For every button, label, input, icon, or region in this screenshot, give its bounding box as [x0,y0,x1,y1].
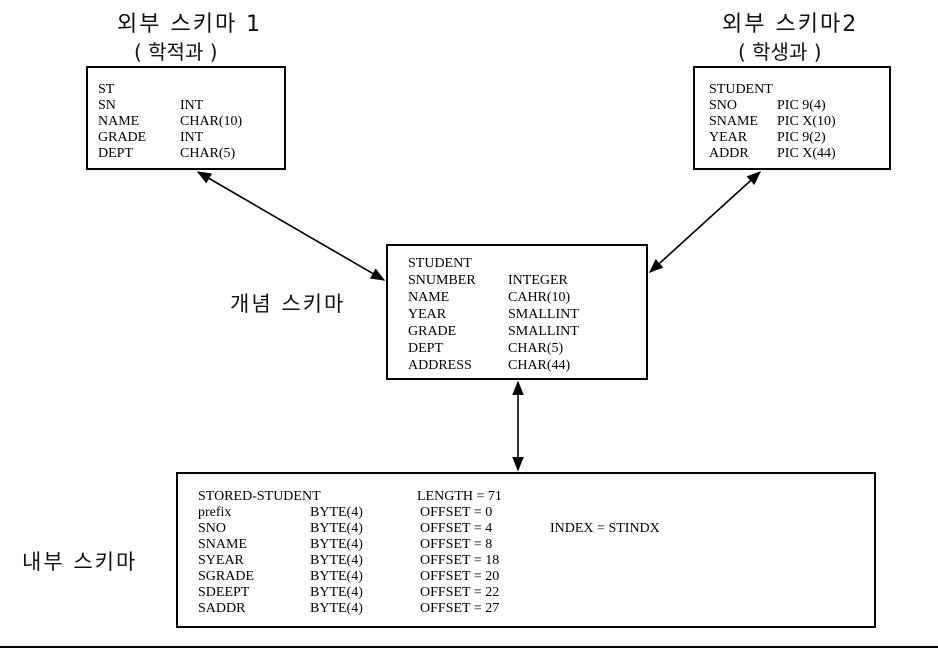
field-name: ADDRESS [408,358,472,373]
internal-schema-label: 내부 스키마 [22,550,138,574]
field-name: YEAR [408,307,447,322]
field-name: ADDR [709,146,749,161]
external-schema-1-box: ST SN INT NAME CHAR(10) GRADE INT DEPT CHAR(5) [86,66,286,170]
field-type: SMALLINT [508,324,579,339]
field-type: SMALLINT [508,307,579,322]
stored-record-length: LENGTH = 71 [417,489,502,504]
field-type: INT [180,130,204,145]
external-schema-1-record: ST [98,82,115,97]
field-type: INTEGER [508,273,568,288]
field-name: SNO [709,98,738,113]
stored-field-name: SADDR [198,601,246,616]
stored-field-name: SDEEPT [198,585,250,600]
field-type: PIC X(10) [777,114,836,129]
field-name: GRADE [98,130,147,145]
field-name: SNAME [709,114,759,129]
field-type: CHAR(5) [508,341,564,356]
field-type: CHAR(10) [180,114,243,129]
field-type: PIC 9(4) [777,98,826,113]
field-name: NAME [408,290,450,305]
stored-field-offset: OFFSET = 8 [420,537,493,552]
field-type: CHAR(44) [508,358,571,373]
field-name: YEAR [709,130,748,145]
external-schema-2-record: STUDENT [709,82,773,97]
arrow-external2-conceptual [648,171,762,273]
field-name: DEPT [98,146,133,161]
stored-field-type: BYTE(4) [310,585,363,600]
bottom-rule [0,646,938,648]
field-type: INT [180,98,204,113]
stored-field-index: INDEX = STINDX [550,521,660,536]
stored-field-type: BYTE(4) [310,505,363,520]
conceptual-schema-record: STUDENT [408,256,472,271]
conceptual-schema-label: 개념 스키마 [230,292,346,316]
stored-field-type: BYTE(4) [310,569,363,584]
external-schema-1-title: 외부 스키마 1 [117,12,263,37]
field-name: SN [98,98,116,113]
stored-field-offset: OFFSET = 18 [420,553,500,568]
field-type: CAHR(10) [508,290,571,305]
external-schema-2-box: STUDENT SNO PIC 9(4) SNAME PIC X(10) YEAR PIC… [693,66,891,170]
field-name: NAME [98,114,140,129]
external-schema-2-title: 외부 스키마2 [722,12,859,37]
field-type: PIC 9(2) [777,130,826,145]
field-type: CHAR(5) [180,146,236,161]
conceptual-schema-box: STUDENT SNUMBER INTEGER NAME CAHR(10) YEAR SM… [386,244,648,380]
external-schema-2-subtitle: ( 학생과 ) [738,40,822,64]
stored-field-name: prefix [198,505,232,520]
stored-field-offset: OFFSET = 4 [420,521,493,536]
field-type: PIC X(44) [777,146,836,161]
field-name: DEPT [408,341,443,356]
stored-field-offset: OFFSET = 22 [420,585,500,600]
stored-field-offset: OFFSET = 20 [420,569,500,584]
stored-field-type: BYTE(4) [310,601,363,616]
stored-field-name: SNAME [198,537,248,552]
stored-field-offset: OFFSET = 27 [420,601,500,616]
stored-field-type: BYTE(4) [310,553,363,568]
arrow-external1-conceptual [196,171,386,281]
field-name: GRADE [408,324,457,339]
stored-field-type: BYTE(4) [310,521,363,536]
stored-field-name: SYEAR [198,553,244,568]
field-name: SNUMBER [408,273,476,288]
stored-field-type: BYTE(4) [310,537,363,552]
stored-field-offset: OFFSET = 0 [420,505,493,520]
stored-field-name: SNO [198,521,227,536]
external-schema-1-subtitle: ( 학적과 ) [134,40,218,64]
stored-record-name: STORED-STUDENT [198,489,321,504]
stored-field-name: SGRADE [198,569,255,584]
